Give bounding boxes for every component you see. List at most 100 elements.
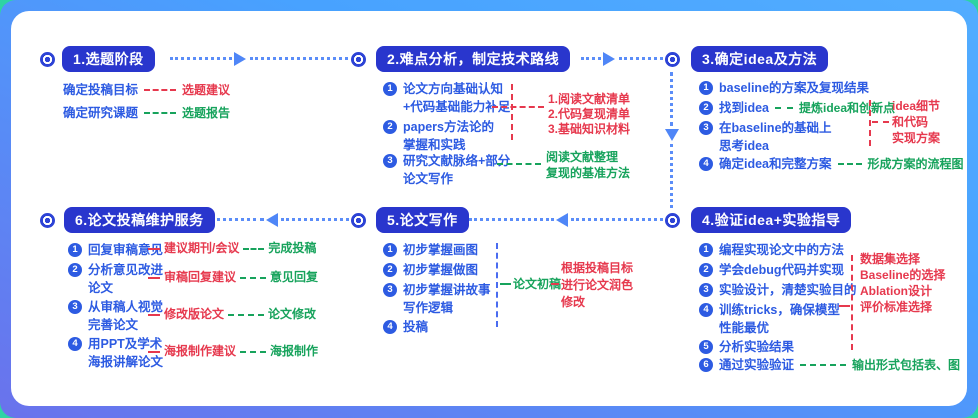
list-item: 4 确定idea和完整方案 形成方案的流程图 bbox=[699, 155, 964, 173]
connector-dotted-line bbox=[469, 218, 554, 221]
dash-connector bbox=[492, 106, 544, 108]
list-item: 2 学会debug代码并实现 bbox=[699, 261, 844, 279]
list-item: 6 通过实验验证 输出形式包括表、图 bbox=[699, 356, 960, 374]
dash-connector bbox=[144, 89, 177, 91]
number-badge: 1 bbox=[68, 243, 82, 257]
number-badge: 2 bbox=[699, 101, 713, 115]
deliverable-row: 修改版论文 论文修改 bbox=[148, 307, 316, 322]
arrow-right-icon bbox=[603, 52, 615, 66]
item-line: 完善论文 bbox=[88, 318, 139, 332]
red-bracket-line bbox=[851, 255, 853, 350]
item-line: 投稿 bbox=[403, 320, 429, 334]
list-item: 2 分析意见改进 论文 bbox=[68, 261, 163, 297]
connector-dotted-line bbox=[581, 57, 601, 60]
deliverable-red-note: idea细节 和代码 实现方案 bbox=[892, 98, 940, 146]
annotation-green: 复现的基准方法 bbox=[546, 166, 631, 180]
annotation-red: 数据集选择 bbox=[860, 252, 921, 266]
annotation-green: 论文修改 bbox=[268, 307, 317, 321]
arrow-left-icon bbox=[556, 213, 568, 227]
annotation-red: 修改版论文 bbox=[164, 307, 225, 321]
list-item: 4 训练tricks，确保模型 性能最优 bbox=[699, 301, 840, 337]
connector-dotted-line bbox=[204, 218, 264, 221]
deliverable-red-list: 1.阅读文献清单 2.代码复现清单 3.基础知识材料 bbox=[548, 92, 630, 137]
list-item: 2 初步掌握做图 bbox=[383, 261, 478, 279]
number-badge: 3 bbox=[383, 283, 397, 297]
stage-5-title: 5.论文写作 bbox=[376, 207, 469, 233]
item-line: 海报讲解论文 bbox=[88, 355, 164, 369]
list-item: 1 初步掌握画图 bbox=[383, 241, 478, 259]
item-line: 论文方向基础认知 bbox=[403, 82, 504, 96]
stage-1-title: 1.选题阶段 bbox=[62, 46, 155, 72]
arrow-left-icon bbox=[266, 213, 278, 227]
annotation-red: 和代码 bbox=[892, 115, 929, 129]
arrow-right-icon bbox=[234, 52, 246, 66]
stage-bullet-icon bbox=[40, 213, 55, 228]
dash-connector bbox=[148, 350, 160, 353]
dash-connector bbox=[148, 247, 160, 250]
stage-4-title: 4.验证idea+实验指导 bbox=[691, 207, 852, 233]
connector-dotted-line bbox=[619, 57, 663, 60]
dash-connector bbox=[837, 163, 862, 165]
annotation-red: 2.代码复现清单 bbox=[548, 107, 631, 121]
deliverable-green-note: 阅读文献整理 复现的基准方法 bbox=[546, 149, 630, 181]
annotation-green: 阅读文献整理 bbox=[546, 150, 619, 164]
item-line: 性能最优 bbox=[719, 321, 770, 335]
connector-dotted-line bbox=[170, 57, 232, 60]
dash-connector bbox=[497, 163, 541, 165]
item-line: 写作逻辑 bbox=[403, 301, 454, 315]
stage-2-title: 2.难点分析，制定技术路线 bbox=[376, 46, 571, 72]
annotation-red: 根据投稿目标 bbox=[561, 261, 634, 275]
annotation-red: 1.阅读文献清单 bbox=[548, 92, 631, 106]
connector-dotted-line bbox=[281, 218, 349, 221]
annotation-green: 意见回复 bbox=[270, 270, 319, 284]
number-badge: 4 bbox=[699, 303, 713, 317]
item-line: 初步掌握做图 bbox=[403, 263, 479, 277]
dash-connector bbox=[240, 350, 267, 353]
item-line: 思考idea bbox=[719, 139, 770, 153]
number-badge: 4 bbox=[68, 337, 82, 351]
stage-6-title: 6.论文投稿维护服务 bbox=[64, 207, 215, 233]
connector-dotted-line bbox=[670, 144, 673, 208]
item-line: 论文 bbox=[88, 281, 114, 295]
annotation-red: 评价标准选择 bbox=[860, 300, 933, 314]
number-badge: 2 bbox=[383, 263, 397, 277]
dash-connector bbox=[500, 283, 511, 285]
annotation-green: 海报制作 bbox=[270, 344, 319, 358]
item-label: 确定研究课题 bbox=[63, 106, 139, 120]
item-line: papers方法论的 bbox=[403, 120, 494, 134]
deliverable-row: 建议期刊/会议 完成投稿 bbox=[148, 241, 316, 256]
list-item: 1 论文方向基础认知 +代码基础能力补足 bbox=[383, 80, 510, 116]
dash-connector bbox=[775, 107, 794, 109]
annotation-red: 选题建议 bbox=[182, 82, 231, 97]
list-item: 1 编程实现论文中的方法 bbox=[699, 241, 844, 259]
annotation-green: 提炼idea和创新点 bbox=[799, 100, 896, 115]
dash-connector bbox=[800, 364, 847, 366]
number-badge: 1 bbox=[699, 243, 713, 257]
annotation-green: 输出形式包括表、图 bbox=[852, 357, 961, 372]
number-badge: 1 bbox=[699, 81, 713, 95]
number-badge: 1 bbox=[383, 82, 397, 96]
list-item: 5 分析实验结果 bbox=[699, 338, 794, 356]
list-item: 3 研究文献脉络+部分 论文写作 bbox=[383, 152, 510, 188]
stage-bullet-icon bbox=[351, 213, 366, 228]
stage-bullet-icon bbox=[665, 52, 680, 67]
deliverable-row: 海报制作建议 海报制作 bbox=[148, 344, 318, 359]
dash-connector bbox=[148, 313, 160, 316]
stage-bullet-icon bbox=[351, 52, 366, 67]
item-line: 研究文献脉络+部分 bbox=[403, 154, 511, 168]
item-line: 回复审稿意见 bbox=[88, 243, 164, 257]
annotation-green: 论文初稿 bbox=[513, 277, 562, 291]
number-badge: 2 bbox=[699, 263, 713, 277]
item-line: +代码基础能力补足 bbox=[403, 100, 511, 114]
annotation-red: idea细节 bbox=[892, 99, 941, 113]
connector-dotted-line bbox=[250, 57, 348, 60]
dash-connector bbox=[839, 305, 850, 307]
annotation-red: 实现方案 bbox=[892, 131, 941, 145]
number-badge: 1 bbox=[383, 243, 397, 257]
item-line: 找到idea bbox=[719, 101, 770, 115]
item-line: 训练tricks，确保模型 bbox=[719, 303, 840, 317]
annotation-red: 进行论文润色 bbox=[561, 278, 634, 292]
annotation-red: Baseline的选择 bbox=[860, 268, 946, 282]
item-line: 学会debug代码并实现 bbox=[719, 263, 844, 277]
dash-connector bbox=[243, 247, 265, 250]
